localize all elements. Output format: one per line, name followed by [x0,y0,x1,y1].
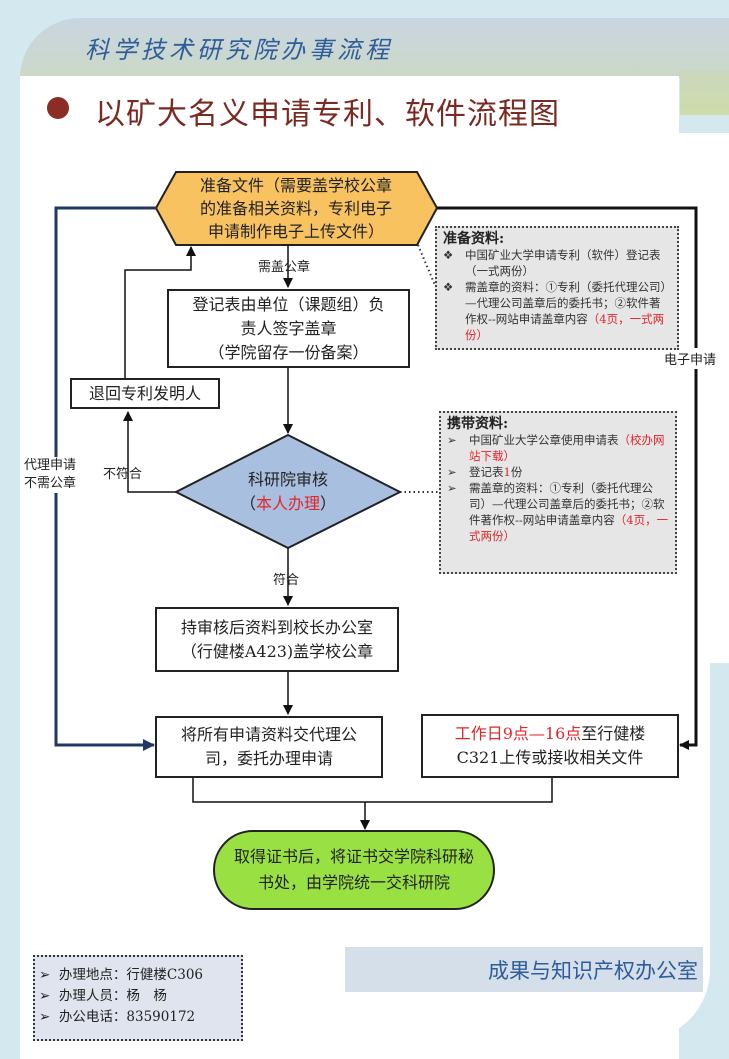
note-highlight: （4页，一式两份） [465,312,665,342]
paren: ） [320,494,337,513]
bullet-icon [47,97,69,119]
upload-step: 工作日9点—16点至行健楼 C321上传或接收相关文件 [421,714,679,778]
end-step: 取得证书后，将证书交学院科研秘 书处，由学院统一交科研院 [214,831,494,909]
dotted-callout [417,244,438,291]
decor-band [680,70,729,115]
president-office-step: 持审核后资料到校长办公室 （行健楼A423)盖学校公章 [155,607,399,672]
label-match: 符合 [273,573,300,588]
note-highlight: 1 [503,465,511,479]
header-band [20,18,729,78]
connector-electronic-path [437,206,698,750]
note-carry: 携带资料: ➢ 中国矿业大学公章使用申请表（校办网站下载） ➢ 登记表1份 ➢ 需盖章… [439,411,677,574]
note-item: ➢ 中国矿业大学公章使用申请表（校办网站下载） [447,432,669,464]
start-line: 的准备相关资料，专利电子 [199,199,392,218]
end-line: 书处，由学院统一交科研院 [257,873,450,892]
agent-step: 将所有申请资料交代理公 司，委托办理申请 [155,716,383,778]
start-line: 申请制作电子上传文件） [207,222,384,241]
diamond-bullet-icon: ❖ [443,248,454,262]
return-inventor-label: 退回专利发明人 [88,383,201,403]
connector [123,411,176,493]
info-value: 83590172 [126,1009,196,1025]
note-item: ❖ 需盖章的资料：①专利（委托代理公司）—代理公司盖章后的委托书；②软件著作权--… [443,279,671,343]
note-highlight: （4页，一式两份） [469,513,669,543]
note-item: ➢ 需盖章的资料：①专利（委托代理公司）—代理公司盖章后的委托书；②软件著作权--… [447,480,669,544]
register-line: （学院留存一份备案） [208,342,369,362]
label-need-seal: 需盖公章 [258,260,311,275]
note-text: 需盖章的资料：①专利（委托代理公司）—代理公司盖章后的委托书；②软件著作权--网… [465,280,667,326]
end-line: 取得证书后，将证书交学院科研秘 [233,847,474,866]
note-text: 登记表 [469,465,504,479]
info-location: ➢ 办理地点：行健楼C306 [39,965,237,986]
page-title: 以矿大名义申请专利、软件流程图 [95,97,560,132]
review-step: 科研院审核 （本人办理） [200,468,376,516]
label-line: 代理申请 [24,458,77,473]
label-not-match: 不符合 [103,467,143,482]
note-item: ➢ 登记表1份 [447,464,669,480]
info-phone: ➢ 办公电话：83590172 [39,1007,237,1028]
paren: （ [239,494,256,513]
page-panel [679,133,729,663]
upload-hours: 工作日9点—16点 [454,724,582,743]
note-text: 份 [510,465,523,479]
arrow-bullet-icon: ➢ [447,481,457,495]
arrow-bullet-icon: ➢ [39,967,51,983]
arrow-bullet-icon: ➢ [39,1009,51,1025]
note-title: 准备资料: [443,231,505,247]
note-text: 需盖章的资料：①专利（委托代理公司）—代理公司盖章后的委托书；②软件著作权--网… [469,481,665,527]
connector [192,778,553,803]
connector [124,246,196,378]
note-title: 携带资料: [447,416,509,432]
info-label: 办公电话： [58,1009,127,1025]
note-text: 中国矿业大学申请专利（软件）登记表（一式两份） [465,248,661,278]
register-line: 责人签字盖章 [240,318,337,338]
return-inventor-step: 退回专利发明人 [70,378,220,409]
agent-line: 将所有申请资料交代理公 [180,725,357,744]
start-line: 准备文件（需要盖学校公章 [199,176,392,195]
review-in-person: 本人办理 [255,494,320,513]
review-title: 科研院审核 [247,470,328,489]
label-electronic: 电子申请 [664,348,717,369]
footer-band [345,947,703,992]
info-value: 行健楼C306 [126,967,204,983]
office-name: 成果与知识产权办公室 [488,959,698,983]
info-staff: ➢ 办理人员：杨 杨 [39,986,237,1007]
agent-line: 司，委托办理申请 [204,749,333,768]
upload-line: C321上传或接收相关文件 [456,748,644,767]
note-item: ❖ 中国矿业大学申请专利（软件）登记表（一式两份） [443,247,671,279]
arrow-bullet-icon: ➢ [447,433,457,447]
president-line: （行健楼A423)盖学校公章 [180,641,374,661]
info-value: 杨 杨 [126,988,167,1004]
diamond-bullet-icon: ❖ [443,280,454,294]
register-step: 登记表由单位（课题组）负 责人签字盖章 （学院留存一份备案） [167,289,410,368]
label-agent-no-seal: 代理申请 不需公章 [24,457,90,493]
label-line: 不需公章 [24,476,77,491]
arrow-bullet-icon: ➢ [447,465,457,479]
info-label: 办理地点： [58,967,127,983]
note-prepare: 准备资料: ❖ 中国矿业大学申请专利（软件）登记表（一式两份） ❖ 需盖章的资料：①… [435,226,679,350]
contact-info-box: ➢ 办理地点：行健楼C306 ➢ 办理人员：杨 杨 ➢ 办公电话：8359017… [33,955,243,1041]
info-label: 办理人员： [58,988,127,1004]
president-line: 持审核后资料到校长办公室 [180,617,373,637]
upload-location: 至行健楼 [581,724,646,743]
register-line: 登记表由单位（课题组）负 [192,294,385,314]
org-title: 科学技术研究院办事流程 [85,36,393,64]
note-highlight: （校办网站下载） [469,433,665,463]
arrow-bullet-icon: ➢ [39,988,51,1004]
start-step: 准备文件（需要盖学校公章 的准备相关资料，专利电子 申请制作电子上传文件） [170,172,422,245]
note-text: 中国矿业大学公章使用申请表 [469,433,619,447]
end-terminator [213,830,495,910]
